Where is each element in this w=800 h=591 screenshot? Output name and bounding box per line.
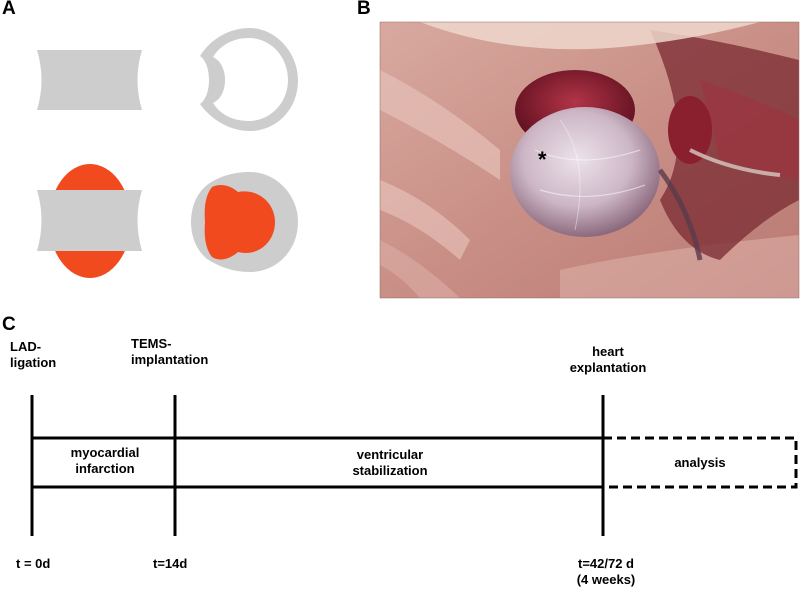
tems-implantation-label: TEMS- implantation: [131, 336, 208, 368]
lad-line2: ligation: [10, 355, 57, 370]
heart-line2: explantation: [569, 360, 647, 375]
heart-explantation-label: heart explantation: [562, 344, 654, 376]
tems-line2: implantation: [131, 352, 209, 367]
panel-c-label: C: [2, 314, 16, 335]
time-label-t42: t=42/72 d (4 weeks): [556, 556, 656, 588]
orange-heart-top-view: [204, 184, 275, 260]
lad-ligation-label: LAD- ligation: [10, 339, 56, 371]
gray-sleeve-side-view: [37, 50, 142, 110]
vs-line2: stabilization: [352, 463, 428, 478]
wrapped-heart: [510, 107, 660, 237]
panel-a-label: A: [2, 0, 16, 19]
tems-line1: TEMS-: [131, 336, 172, 351]
mi-line1: myocardial: [70, 445, 140, 460]
gray-sleeve-top-view: [200, 28, 298, 131]
myocardial-infarction-label: myocardial infarction: [40, 445, 170, 477]
time-label-t14: t=14d: [153, 556, 188, 571]
t42-value: t=42/72 d: [577, 556, 634, 571]
vs-line1: ventricular: [356, 447, 424, 462]
panel-b-photo: [380, 22, 799, 298]
t42-note: (4 weeks): [576, 572, 636, 587]
heart-asterisk: *: [538, 147, 547, 172]
analysis-dashed-box: [603, 436, 798, 489]
ventricular-stabilization-label: ventricular stabilization: [300, 447, 480, 479]
panel-a-schematics: [37, 28, 298, 278]
panel-c-timeline: [30, 395, 798, 536]
mi-line2: infarction: [75, 461, 135, 476]
panel-b-label: B: [357, 0, 371, 19]
gray-band-side-view: [37, 190, 142, 251]
heart-line1: heart: [592, 344, 624, 359]
time-label-t0: t = 0d: [16, 556, 51, 571]
lad-line1: LAD-: [10, 339, 42, 354]
analysis-label: analysis: [674, 455, 726, 470]
